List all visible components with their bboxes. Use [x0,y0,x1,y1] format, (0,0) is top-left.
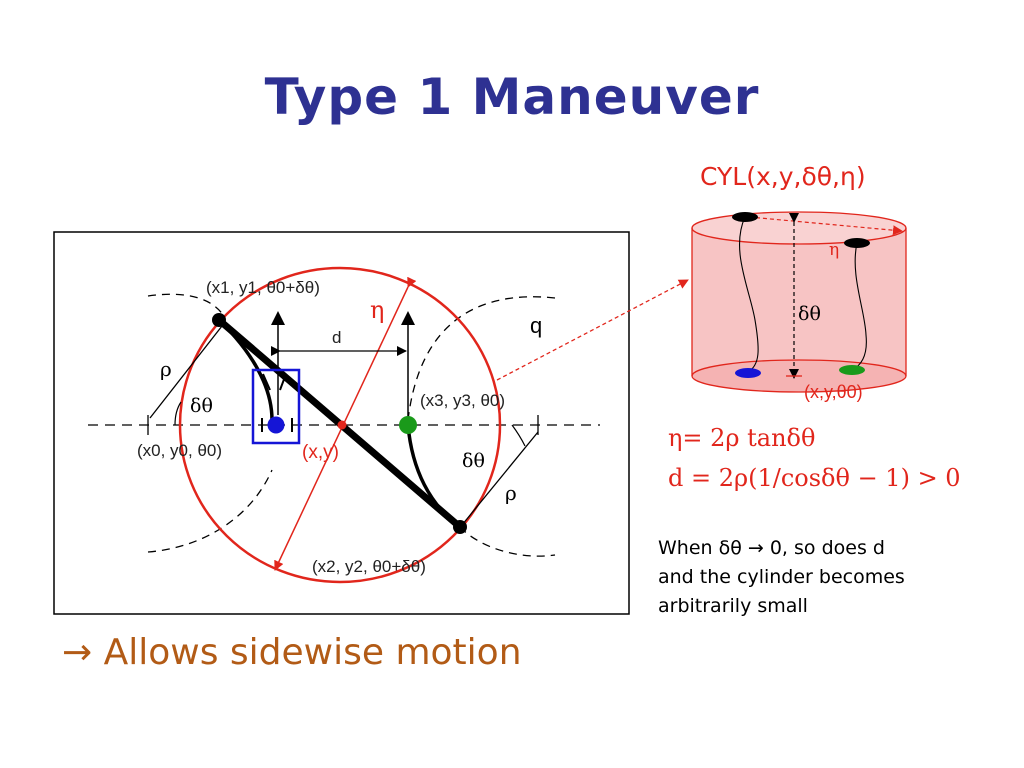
connector-arrow [496,279,689,381]
note-line-3: arbitrarily small [658,595,808,617]
point-center-red [337,420,347,430]
cyl-label-dtheta: δθ [798,303,821,325]
dashed-arc-lower-left [147,469,273,553]
point-x0-blue [267,416,285,434]
label-dtheta-left: δθ [190,395,213,417]
label-eta: η [370,296,384,324]
point-x1 [212,313,226,327]
formula-eta: η= 2ρ tanδθ [668,424,816,452]
vehicle-box-inner-marks [261,373,293,432]
label-x1: (x1, y1, θ0+δθ) [206,278,320,297]
rho-line-right [461,431,539,526]
note-line-2: and the cylinder becomes [658,566,905,588]
dtheta-arc-right [511,424,526,447]
bottom-text: → Allows sidewise motion [62,632,522,673]
rho-line-left [149,325,223,419]
note-line-1: When δθ → 0, so does d [658,537,885,559]
cylinder-title: CYL(x,y,δθ,η) [700,162,866,191]
point-x3-green [399,416,417,434]
formula-d: d = 2ρ(1/cosδθ − 1) > 0 [668,464,961,492]
cylinder [691,211,907,393]
dtheta-arc-left [174,401,182,426]
point-x2 [453,520,467,534]
label-dtheta-right: δθ [462,450,485,472]
label-q: q [530,313,542,338]
label-x0: (x0, y0, θ0) [137,441,222,460]
cyl-label-base: (x,y,θ0) [804,382,863,402]
label-rho-left: ρ [160,357,172,381]
vehicle-box [251,368,301,445]
slide-title: Type 1 Maneuver [264,68,760,126]
label-x3: (x3, y3, θ0) [420,391,505,410]
dashed-arc-lower-right [459,526,556,557]
trajectory-right [406,424,462,529]
label-d: d [332,328,341,347]
red-circle [178,266,502,584]
note-text: When δθ → 0, so does d and the cylinder … [658,534,988,621]
label-x2: (x2, y2, θ0+δθ) [312,557,426,576]
label-rho-right: ρ [505,481,517,505]
cyl-label-eta: η [829,240,839,260]
label-xy: (x,y) [302,442,339,463]
trajectory-left [217,318,274,421]
